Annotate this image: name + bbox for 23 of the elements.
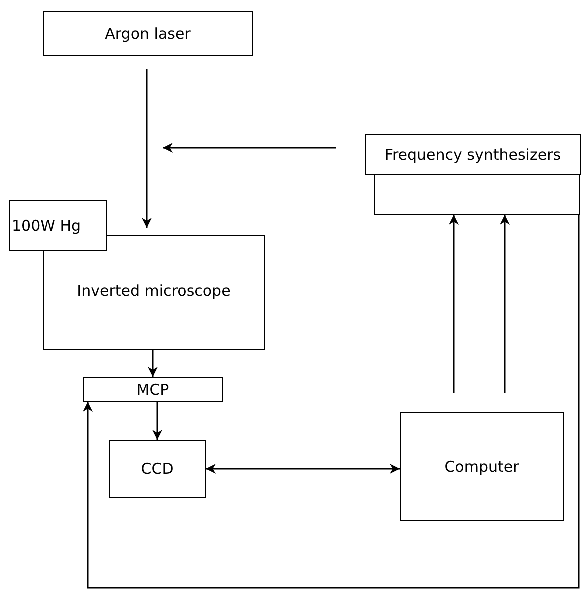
arrow — [163, 143, 336, 153]
component-box — [365, 134, 581, 175]
arrow — [500, 215, 510, 393]
component-box — [83, 377, 223, 402]
arrow — [449, 215, 459, 393]
component-label: MCP — [136, 380, 170, 398]
component-label: Argon laser — [105, 24, 191, 42]
empty-box — [374, 173, 580, 215]
component-label: CCD — [141, 460, 174, 478]
component-box — [109, 440, 206, 498]
arrow — [206, 464, 400, 474]
component-box — [9, 200, 107, 251]
component-box — [400, 412, 564, 521]
arrow — [152, 402, 162, 440]
component-label: 100W Hg — [12, 216, 82, 234]
component-label: Frequency synthesizers — [384, 146, 562, 164]
component-box — [43, 11, 253, 56]
arrow — [142, 69, 152, 228]
component-label: Inverted microscope — [77, 282, 231, 300]
component-box — [43, 235, 265, 350]
arrow — [148, 350, 158, 377]
arrow — [83, 215, 580, 589]
component-label: Computer — [444, 458, 520, 476]
